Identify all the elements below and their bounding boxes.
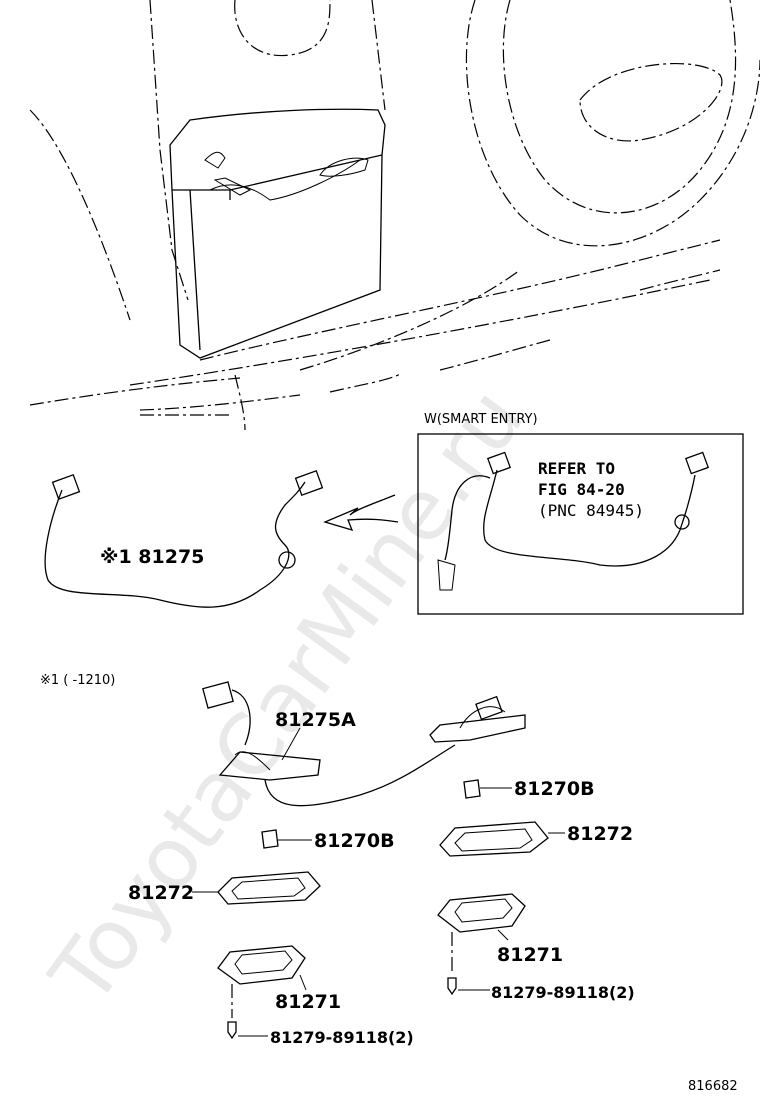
watermark: ToyotaCarMine.ru [31,370,542,1022]
refer-pnc-text: (PNC 84945) [538,501,644,520]
screw-right [447,977,490,996]
leader-81275a [281,727,301,761]
license-lamp-housing-trim [169,108,386,359]
smart-entry-harness [437,451,710,591]
connector-left [51,473,81,501]
part-label-81279-left: 81279-89118(2) [270,1028,414,1047]
part-label-81272-left: 81272 [128,882,194,904]
part-label-81275: ※1 81275 [100,546,204,568]
inset-frame [417,433,744,615]
part-label-81270b-right: 81270B [514,778,595,800]
bulb-left [261,829,312,849]
refer-to-text: REFER TO [538,459,615,478]
refer-fig-text: FIG 84-20 [538,480,625,499]
pointer-arrow [323,494,399,532]
housing-right [437,893,526,975]
part-label-81272-right: 81272 [567,823,633,845]
wire-harness-81275a [202,681,526,807]
part-label-81271-right: 81271 [497,944,563,966]
lens-right [439,821,565,857]
lens-left [192,871,321,905]
part-label-81279-right: 81279-89118(2) [491,983,635,1002]
part-label-81271-left: 81271 [275,991,341,1013]
part-label-81270b-left: 81270B [314,830,395,852]
applicability-note: ※1 ( -1210) [40,673,115,688]
grommet [278,551,296,569]
bulb-right [463,779,512,799]
inset-title: W(SMART ENTRY) [424,412,538,427]
wire-harness-81275 [44,469,324,608]
part-label-81275a: 81275A [275,709,356,731]
housing-left [217,945,307,1018]
vehicle-rear-outline [29,0,760,431]
figure-id: 816682 [688,1079,738,1094]
connector-right [294,469,324,497]
screw-left [227,1021,268,1040]
